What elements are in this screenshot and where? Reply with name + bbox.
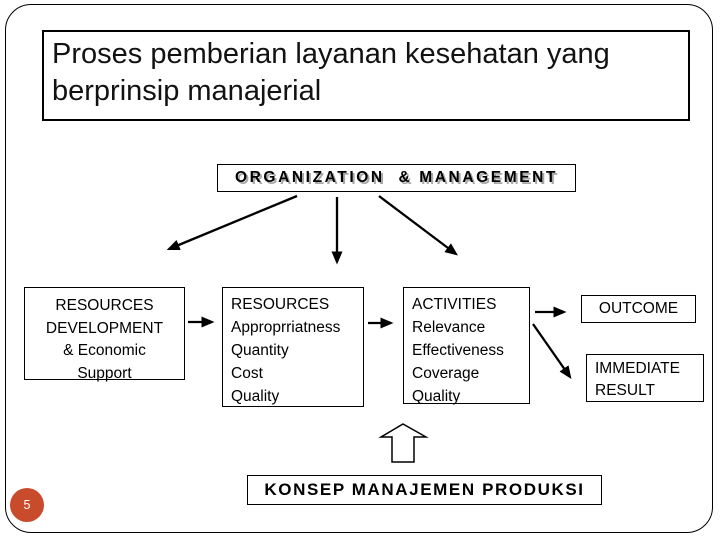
activities-line: Relevance <box>412 319 486 336</box>
immediate-result-box: IMMEDIATE RESULT <box>586 354 704 402</box>
outcome-box: OUTCOME <box>581 295 696 323</box>
resources-development-box: RESOURCES DEVELOPMENT & Economic Support <box>24 287 185 382</box>
konsep-manajemen-produksi-box: KONSEP MANAJEMEN PRODUKSI <box>247 475 602 505</box>
resources-development-line: DEVELOPMENT <box>45 319 164 337</box>
slide-title-line-1: Proses pemberian layanan kesehatan yang <box>52 38 610 70</box>
organization-management-label: ORGANIZATION & MANAGEMENT <box>234 169 559 186</box>
resources-line: Approprriatness <box>231 319 341 336</box>
resources-box: RESOURCES Approprriatness Quantity Cost … <box>222 287 364 407</box>
resources-line: Cost <box>231 365 263 382</box>
activities-line: Quality <box>412 388 461 405</box>
resources-development-line: & Economic <box>63 342 146 359</box>
resources-development-line: Support <box>77 364 132 382</box>
activities-line: ACTIVITIES <box>412 296 497 313</box>
activities-line: Coverage <box>412 365 480 382</box>
activities-box: ACTIVITIES Relevance Effectiveness Cover… <box>403 287 530 405</box>
activities-line: Effectiveness <box>412 342 504 359</box>
slide-title-line-2: berprinsip manajerial <box>52 75 322 107</box>
resources-line: RESOURCES <box>231 296 330 313</box>
resources-line: Quality <box>231 388 280 405</box>
konsep-manajemen-produksi-label: KONSEP MANAJEMEN PRODUKSI <box>264 480 585 499</box>
organization-management-box: ORGANIZATION & MANAGEMENT <box>217 164 576 192</box>
page-number-badge: 5 <box>10 488 44 522</box>
page-number: 5 <box>23 498 31 512</box>
immediate-result-line: RESULT <box>595 381 656 399</box>
slide-rounded-border <box>5 4 713 533</box>
outcome-label: OUTCOME <box>598 300 679 317</box>
immediate-result-line: IMMEDIATE <box>595 360 680 377</box>
resources-line: Quantity <box>231 342 289 359</box>
slide-title-box: Proses pemberian layanan kesehatan yang … <box>42 30 690 121</box>
resources-development-line: RESOURCES <box>55 297 154 314</box>
